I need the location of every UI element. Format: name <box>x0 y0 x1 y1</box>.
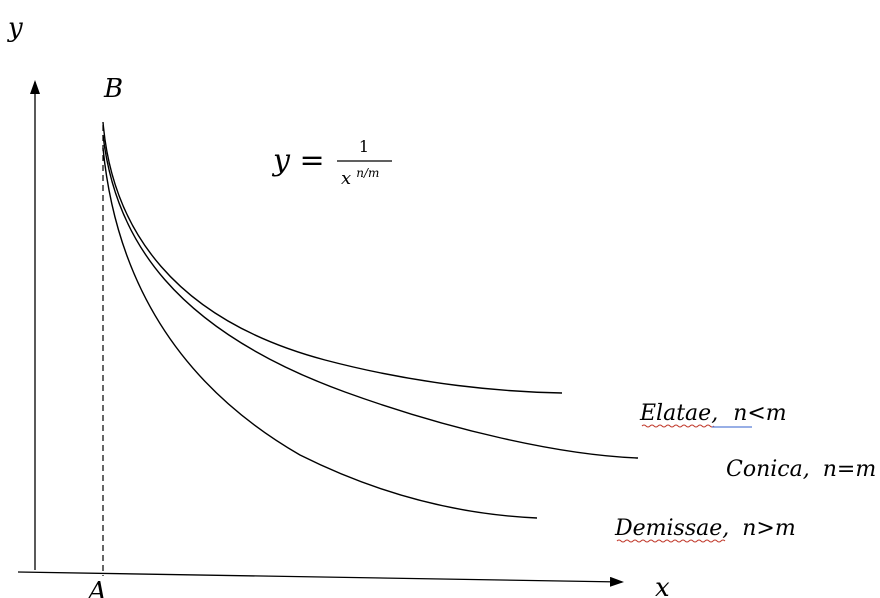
y-axis-label: y <box>7 13 23 43</box>
label-conica: Conica, n=m <box>726 457 876 482</box>
label-demissae: Demissae, n>m <box>614 516 796 541</box>
formula-lhs: y = <box>271 143 325 178</box>
formula-denominator-base: x <box>341 168 351 189</box>
formula-denominator-exponent: n/m <box>356 166 379 180</box>
point-b-label: B <box>103 74 123 104</box>
label-elatae: Elatae, n<m <box>639 401 787 426</box>
curve-conica <box>102 134 639 459</box>
label-elatae-name: Elatae, <box>639 401 718 426</box>
formula: y = 1 x n/m <box>271 137 392 189</box>
elatae-squiggle <box>641 424 715 428</box>
label-demissae-relation: n>m <box>742 516 795 541</box>
curve-elatae <box>102 121 563 394</box>
curve-demissae <box>102 147 538 519</box>
label-demissae-name: Demissae, <box>614 516 729 541</box>
demissae-squiggle <box>616 539 726 543</box>
label-conica-name: Conica, <box>726 457 810 482</box>
label-conica-relation: n=m <box>823 457 876 482</box>
x-axis <box>17 571 624 587</box>
label-elatae-relation: n<m <box>733 401 786 426</box>
formula-numerator: 1 <box>359 137 369 156</box>
x-axis-label: x <box>655 573 670 598</box>
point-a-label: A <box>86 577 107 598</box>
formula-denominator: x n/m <box>341 166 379 189</box>
